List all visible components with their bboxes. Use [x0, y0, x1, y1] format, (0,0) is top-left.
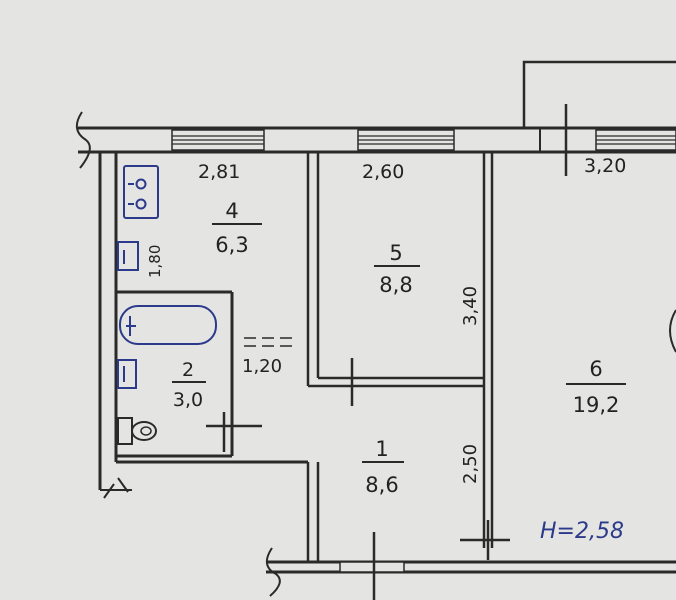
bathtub-icon [119, 305, 217, 345]
stove-icon [123, 165, 159, 219]
room-5-area: 8,8 [379, 273, 412, 297]
balcony [522, 60, 676, 128]
window-kitchen [171, 129, 265, 151]
washbasin-icon [117, 359, 137, 389]
window-room-5 [357, 129, 455, 151]
ceiling-height-label: H=2,58 [540, 519, 624, 544]
room-1-area: 8,6 [365, 473, 398, 497]
window-room-6 [595, 129, 676, 151]
room-2-area: 3,0 [173, 389, 203, 411]
room-4-number: 4 [225, 199, 238, 223]
partition-walls [306, 152, 510, 562]
dimension-label-kitchen-width: 2,81 [198, 161, 240, 183]
toilet-icon [117, 417, 157, 445]
room-5-number: 5 [389, 241, 402, 265]
left-exterior-wall [98, 152, 132, 499]
dimension-label-opening: 1,20 [242, 356, 282, 377]
room-4-area: 6,3 [215, 233, 248, 257]
room-2-number: 2 [182, 359, 194, 381]
sink-icon [117, 241, 139, 271]
right-edge-break [669, 309, 676, 353]
opening-marks [244, 337, 292, 347]
dimension-label-room-6-width: 3,20 [584, 155, 626, 177]
room-6-area: 19,2 [573, 393, 620, 417]
dimension-label-room-5-depth: 3,40 [460, 286, 481, 326]
room-1-number: 1 [375, 437, 388, 461]
bottom-exterior-wall [265, 532, 676, 600]
bathroom-walls [116, 290, 308, 464]
dimension-label-room-1-depth: 2,50 [460, 444, 481, 484]
room-6-number: 6 [589, 357, 602, 381]
top-exterior-wall [75, 111, 676, 169]
dimension-label-room-5-width: 2,60 [362, 161, 404, 183]
dimension-label-kitchen-depth: 1,80 [146, 245, 164, 278]
